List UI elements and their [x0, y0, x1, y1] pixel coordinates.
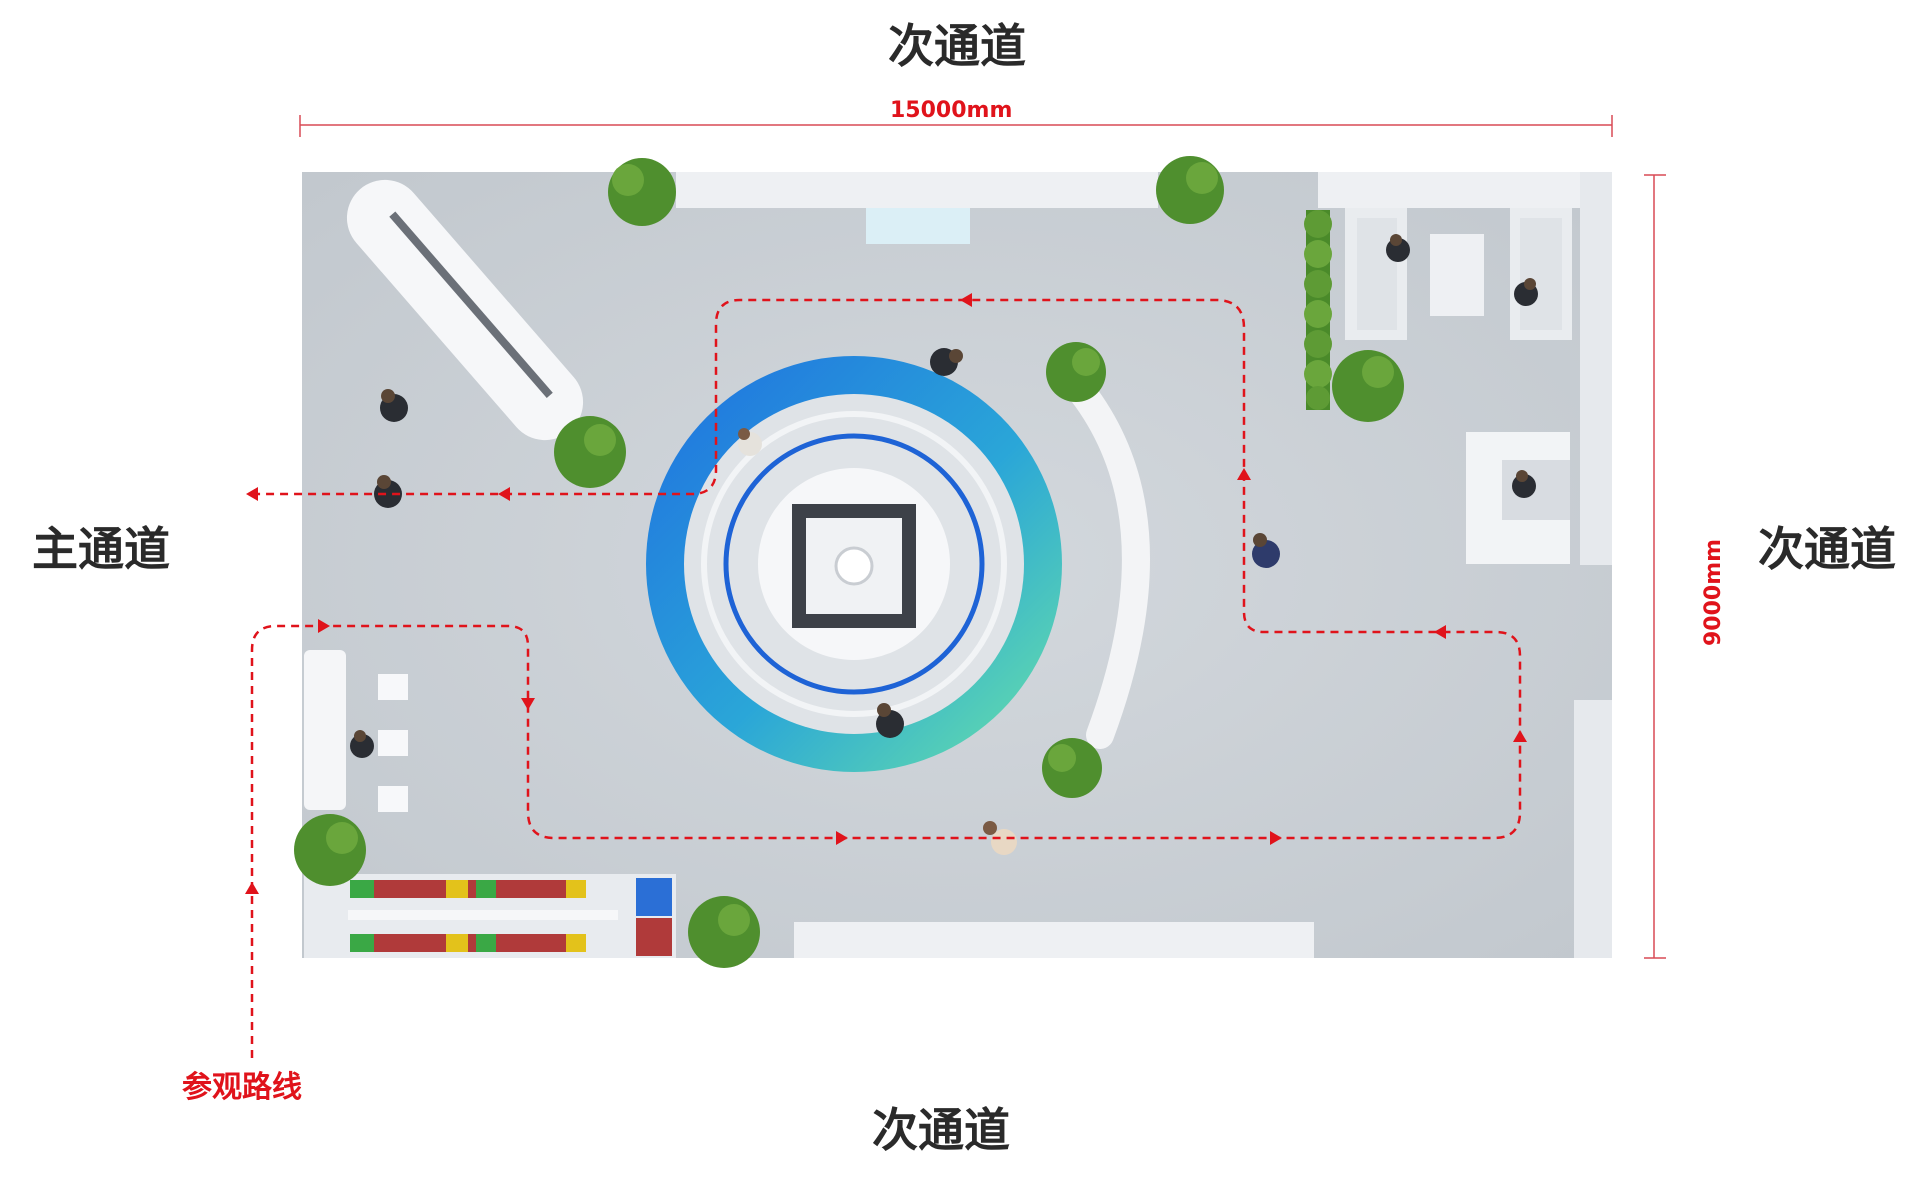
right-lounge-wall — [1318, 172, 1580, 208]
person-7 — [1252, 533, 1280, 568]
info-desk-right — [1466, 432, 1570, 564]
curved-display-wall — [1068, 378, 1150, 749]
reception-screen — [866, 208, 970, 244]
plant-2 — [1156, 156, 1224, 224]
aisle-label-left: 主通道 — [32, 522, 170, 576]
right-lower-wall — [1574, 700, 1612, 958]
lounge-sofa-right — [1510, 208, 1572, 340]
bottom-wall — [794, 922, 1314, 958]
person-11 — [350, 730, 374, 758]
plant-7 — [294, 814, 366, 886]
aisle-label-top: 次通道 — [888, 19, 1026, 73]
central-stage — [646, 356, 1062, 772]
lounge-sofa-left — [1345, 208, 1407, 340]
person-2 — [374, 475, 402, 508]
oval-display-counter — [346, 179, 584, 441]
right-side-wall — [1580, 172, 1612, 565]
aisle-label-right: 次通道 — [1758, 522, 1896, 576]
lounge-table — [1430, 234, 1484, 316]
stool-3 — [378, 786, 408, 812]
plant-5 — [1332, 350, 1404, 422]
stool-2 — [378, 730, 408, 756]
person-4 — [738, 428, 762, 456]
width-dimension-line — [299, 115, 1613, 137]
route-arrows — [245, 293, 1527, 894]
plant-8 — [688, 896, 760, 968]
green-plant-wall — [1304, 210, 1332, 410]
plant-6 — [1042, 738, 1102, 798]
top-wall — [676, 172, 1158, 208]
height-dimension-line — [1644, 174, 1666, 959]
width-dimension-label: 15000mm — [890, 98, 1013, 123]
visit-route — [250, 298, 1522, 1058]
stool-1 — [378, 674, 408, 700]
person-1 — [380, 389, 408, 422]
plant-4 — [554, 416, 626, 488]
person-5 — [876, 703, 904, 738]
plant-1 — [608, 158, 676, 226]
person-10 — [1512, 470, 1536, 498]
person-6 — [983, 821, 1017, 855]
aisle-label-bottom: 次通道 — [872, 1103, 1010, 1157]
route-label: 参观路线 — [182, 1070, 302, 1105]
person-8 — [1386, 234, 1410, 262]
reception-desk — [304, 650, 346, 810]
person-3 — [930, 348, 963, 376]
product-display-shelf — [304, 874, 676, 958]
plant-3 — [1046, 342, 1106, 402]
person-9 — [1514, 278, 1538, 306]
